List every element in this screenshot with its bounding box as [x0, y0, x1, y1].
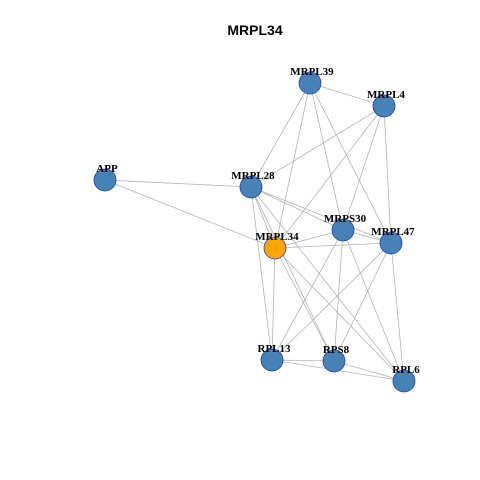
edge-mrpl4-mrpl34 [274, 105, 385, 249]
node-rps8[interactable]: RPS8 [322, 344, 350, 373]
node-circle[interactable] [260, 348, 284, 372]
node-circle[interactable] [331, 218, 355, 242]
edge-mrpl39-mrpl28 [250, 82, 311, 188]
edge-mrpl47-rpl13 [271, 242, 392, 361]
edge-mrpl39-mrpl47 [309, 82, 392, 244]
node-rpl13[interactable]: RPL13 [258, 343, 292, 372]
node-label: MRPL28 [231, 170, 275, 182]
edge-mrpl28-mrpl47 [250, 186, 392, 244]
edge-rps8-rpl6 [333, 360, 405, 382]
node-circle[interactable] [263, 236, 287, 260]
edge-mrpl34-rpl6 [274, 247, 405, 382]
node-label: MRPL4 [367, 89, 405, 101]
edge-mrpl39-mrps30 [309, 82, 344, 231]
edge-mrps30-mrpl34 [274, 229, 344, 249]
node-circle[interactable] [298, 71, 322, 95]
edge-mrpl47-rps8 [333, 242, 392, 362]
node-circle[interactable] [379, 231, 403, 255]
node-circle[interactable] [392, 369, 416, 393]
node-app[interactable]: APP [93, 163, 118, 192]
edge-mrpl47-mrpl34 [274, 242, 392, 249]
edge-mrpl47-rpl6 [390, 242, 405, 382]
node-label: RPS8 [323, 344, 350, 356]
node-mrpl4[interactable]: MRPL4 [367, 89, 405, 118]
edge-mrps30-rpl6 [342, 229, 405, 382]
node-label: APP [96, 163, 118, 175]
node-circle[interactable] [93, 168, 117, 192]
edge-mrpl34-rps8 [274, 247, 335, 362]
node-label: MRPL39 [290, 66, 334, 78]
edge-mrps30-rps8 [333, 229, 344, 362]
edge-mrpl4-mrpl47 [383, 105, 392, 244]
edge-mrpl39-mrpl4 [309, 82, 385, 107]
node-rpl6[interactable]: RPL6 [392, 364, 420, 393]
node-mrpl34[interactable]: MRPL34 [255, 231, 299, 260]
edge-mrpl4-mrps30 [342, 105, 385, 231]
graph-title: MRPL34 [227, 22, 282, 38]
node-label: RPL6 [392, 364, 420, 376]
node-label: MRPL34 [255, 231, 299, 243]
node-mrpl39[interactable]: MRPL39 [290, 66, 334, 95]
node-mrpl28[interactable]: MRPL28 [231, 170, 275, 199]
node-mrpl47[interactable]: MRPL47 [371, 226, 415, 255]
edge-mrpl39-mrpl34 [274, 82, 311, 249]
node-label: MRPS30 [324, 213, 367, 225]
node-circle[interactable] [239, 175, 263, 199]
edge-mrpl34-rpl13 [271, 247, 276, 361]
node-mrps30[interactable]: MRPS30 [324, 213, 367, 242]
node-circle[interactable] [322, 349, 346, 373]
node-circle[interactable] [372, 94, 396, 118]
edge-mrpl28-rpl6 [250, 186, 405, 382]
edge-mrpl28-rps8 [250, 186, 335, 362]
node-label: MRPL47 [371, 226, 415, 238]
edge-mrpl28-rpl13 [250, 186, 273, 361]
edge-mrps30-rpl13 [271, 229, 344, 361]
edge-app-mrpl28 [104, 179, 252, 188]
edge-app-mrpl34 [104, 179, 276, 249]
edge-mrpl4-mrpl28 [250, 105, 385, 188]
node-label: RPL13 [258, 343, 292, 355]
edge-mrpl28-mrps30 [250, 186, 344, 231]
